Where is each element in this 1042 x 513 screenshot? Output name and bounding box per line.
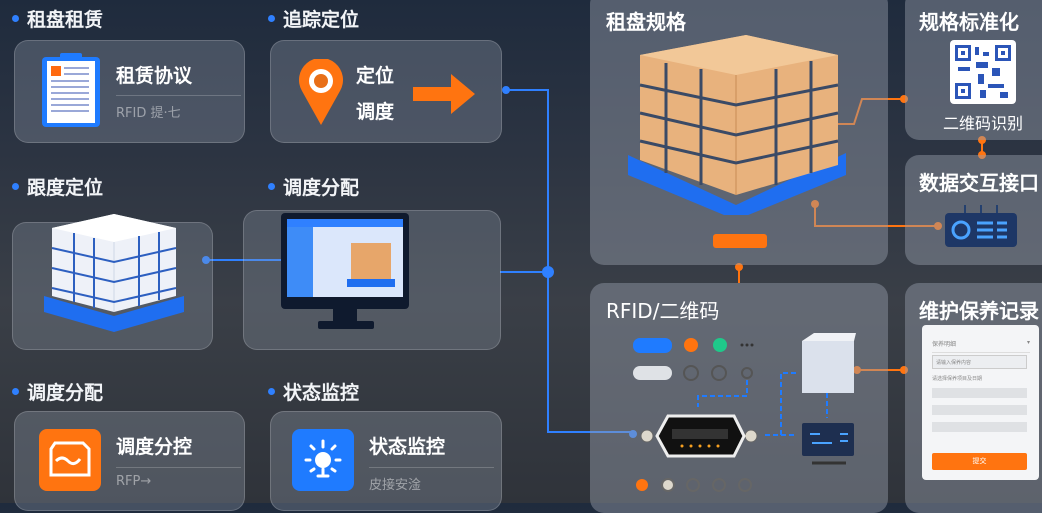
spec-title: 租盘规格 — [606, 10, 686, 34]
standard-panel: 规格标准化 二维码识别 — [905, 0, 1042, 140]
tracking-line2: 调度 — [356, 101, 395, 123]
label-text: 状态监控 — [283, 382, 360, 404]
section-label-positioning: 跟度定位 — [12, 173, 103, 200]
rfid-title: RFID/二维码 — [606, 299, 720, 323]
pallet-icon — [44, 214, 184, 332]
location-pin-icon — [299, 59, 343, 125]
lease-title: 租赁协议 — [116, 65, 193, 87]
maintenance-title: 维护保养记录 — [919, 299, 1039, 323]
section-label-status: 状态监控 — [268, 378, 359, 405]
clipboard-icon — [42, 53, 100, 127]
maintenance-input[interactable]: 请输入保养内容 — [932, 355, 1027, 369]
section-label-dispatch: 调度分配 — [268, 173, 359, 200]
status-title: 状态监控 — [369, 436, 446, 458]
rfid-panel: RFID/二维码 — [590, 283, 888, 513]
maintenance-field-2[interactable] — [932, 405, 1027, 415]
label-text: 租盘租赁 — [27, 9, 104, 31]
dispatch-control-subtitle: RFP→ — [116, 467, 241, 489]
interface-title: 数据交互接口 — [919, 171, 1039, 195]
lease-card[interactable]: 租赁协议 RFID 提·七 — [14, 40, 245, 143]
tracking-card[interactable]: 定位 调度 — [270, 40, 502, 143]
dispatch-card[interactable] — [243, 210, 501, 350]
standard-caption: 二维码识别 — [943, 114, 1024, 133]
status-card[interactable]: 状态监控 皮接安淦 — [270, 411, 502, 511]
label-text: 调度分配 — [27, 382, 104, 404]
label-text: 跟度定位 — [27, 177, 104, 199]
lease-subtitle: RFID 提·七 — [116, 95, 241, 121]
spec-orange-tag — [713, 234, 767, 248]
maintenance-form: 保养明细 ▾ 请输入保养内容 请选择保养项目及日期 提交 — [922, 325, 1039, 480]
spec-panel: 租盘规格 — [590, 0, 888, 265]
maintenance-field-1[interactable] — [932, 388, 1027, 398]
dispatch-control-title: 调度分控 — [116, 436, 193, 458]
tracking-line1: 定位 — [356, 65, 395, 87]
section-label-lease: 租盘租赁 — [12, 5, 103, 32]
maintenance-field-3[interactable] — [932, 422, 1027, 432]
standard-title: 规格标准化 — [919, 10, 1019, 34]
chevron-down-icon: ▾ — [1026, 339, 1030, 346]
label-text: 调度分配 — [283, 177, 360, 199]
maintenance-panel: 维护保养记录 保养明细 ▾ 请输入保养内容 请选择保养项目及日期 提交 — [905, 283, 1042, 513]
submit-button[interactable]: 提交 — [932, 453, 1027, 470]
maintenance-select[interactable]: 保养明细 ▾ — [932, 339, 1030, 353]
dispatch-control-card[interactable]: 调度分控 RFP→ — [14, 411, 245, 511]
section-label-tracking: 追踪定位 — [268, 5, 359, 32]
sun-lamp-icon — [292, 429, 354, 491]
status-subtitle: 皮接安淦 — [369, 467, 494, 493]
qr-code-icon — [950, 40, 1016, 104]
arrow-right-icon — [413, 74, 475, 114]
maintenance-hint: 请选择保养项目及日期 — [932, 376, 983, 382]
section-label-dispatch-control: 调度分配 — [12, 378, 103, 405]
connector-icon — [633, 333, 856, 492]
select-value: 保养明细 — [932, 341, 957, 348]
interface-panel: 数据交互接口 — [905, 155, 1042, 265]
router-icon — [945, 205, 1017, 247]
wooden-pallet-image — [628, 35, 846, 215]
label-text: 追踪定位 — [283, 9, 360, 31]
wave-box-icon — [39, 429, 101, 491]
monitor-icon — [281, 213, 409, 329]
